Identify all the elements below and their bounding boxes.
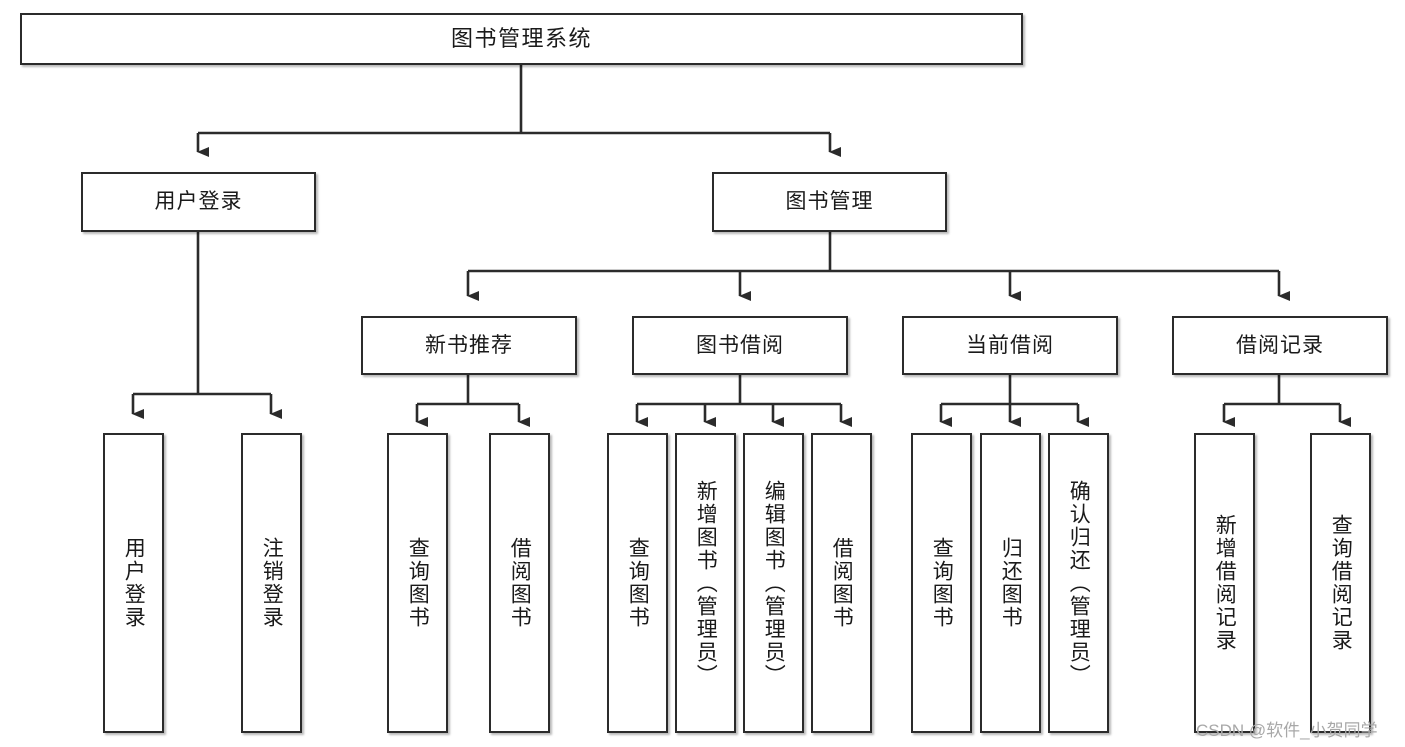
node-leaf-borrow-book-1[interactable]: 借阅图书 xyxy=(489,433,550,733)
node-leaf-query-record[interactable]: 查询借阅记录 xyxy=(1310,433,1371,733)
node-leaf-add-record-label: 新增借阅记录 xyxy=(1213,514,1237,652)
node-book-manage-label: 图书管理 xyxy=(785,190,874,214)
node-user-login-label: 用户登录 xyxy=(154,190,243,214)
node-new-book-recommend-label: 新书推荐 xyxy=(425,333,513,357)
node-leaf-logout[interactable]: 注销登录 xyxy=(241,433,302,733)
node-leaf-confirm-return[interactable]: 确认归还（管理员） xyxy=(1048,433,1109,733)
node-leaf-user-login-label: 用户登录 xyxy=(122,537,146,629)
node-leaf-confirm-return-label: 确认归还（管理员） xyxy=(1067,479,1091,687)
node-leaf-query-book-2-label: 查询图书 xyxy=(626,537,650,629)
node-book-borrow-label: 图书借阅 xyxy=(696,333,784,357)
node-leaf-add-record[interactable]: 新增借阅记录 xyxy=(1194,433,1255,733)
node-leaf-add-book[interactable]: 新增图书（管理员） xyxy=(675,433,736,733)
node-current-borrow[interactable]: 当前借阅 xyxy=(902,316,1118,375)
node-leaf-query-book-3[interactable]: 查询图书 xyxy=(911,433,972,733)
node-borrow-record[interactable]: 借阅记录 xyxy=(1172,316,1388,375)
node-leaf-query-record-label: 查询借阅记录 xyxy=(1329,514,1353,652)
node-book-manage[interactable]: 图书管理 xyxy=(712,172,947,232)
node-leaf-add-book-label: 新增图书（管理员） xyxy=(694,479,718,687)
node-user-login[interactable]: 用户登录 xyxy=(81,172,316,232)
node-leaf-return-book[interactable]: 归还图书 xyxy=(980,433,1041,733)
node-leaf-query-book-2[interactable]: 查询图书 xyxy=(607,433,668,733)
node-leaf-borrow-book-2[interactable]: 借阅图书 xyxy=(811,433,872,733)
node-book-borrow[interactable]: 图书借阅 xyxy=(632,316,848,375)
node-new-book-recommend[interactable]: 新书推荐 xyxy=(361,316,577,375)
node-root-label: 图书管理系统 xyxy=(450,25,592,51)
node-leaf-edit-book[interactable]: 编辑图书（管理员） xyxy=(743,433,804,733)
node-root[interactable]: 图书管理系统 xyxy=(20,13,1023,65)
node-leaf-edit-book-label: 编辑图书（管理员） xyxy=(762,479,786,687)
node-leaf-logout-label: 注销登录 xyxy=(260,537,284,629)
node-leaf-return-book-label: 归还图书 xyxy=(999,537,1023,629)
node-leaf-user-login[interactable]: 用户登录 xyxy=(103,433,164,733)
node-leaf-borrow-book-2-label: 借阅图书 xyxy=(830,537,854,629)
node-leaf-query-book-3-label: 查询图书 xyxy=(930,537,954,629)
node-leaf-query-book-1-label: 查询图书 xyxy=(406,537,430,629)
watermark-text: CSDN @软件_小贺同学 xyxy=(1196,721,1378,740)
node-leaf-query-book-1[interactable]: 查询图书 xyxy=(387,433,448,733)
node-current-borrow-label: 当前借阅 xyxy=(966,333,1054,357)
node-borrow-record-label: 借阅记录 xyxy=(1236,333,1324,357)
node-leaf-borrow-book-1-label: 借阅图书 xyxy=(508,537,532,629)
